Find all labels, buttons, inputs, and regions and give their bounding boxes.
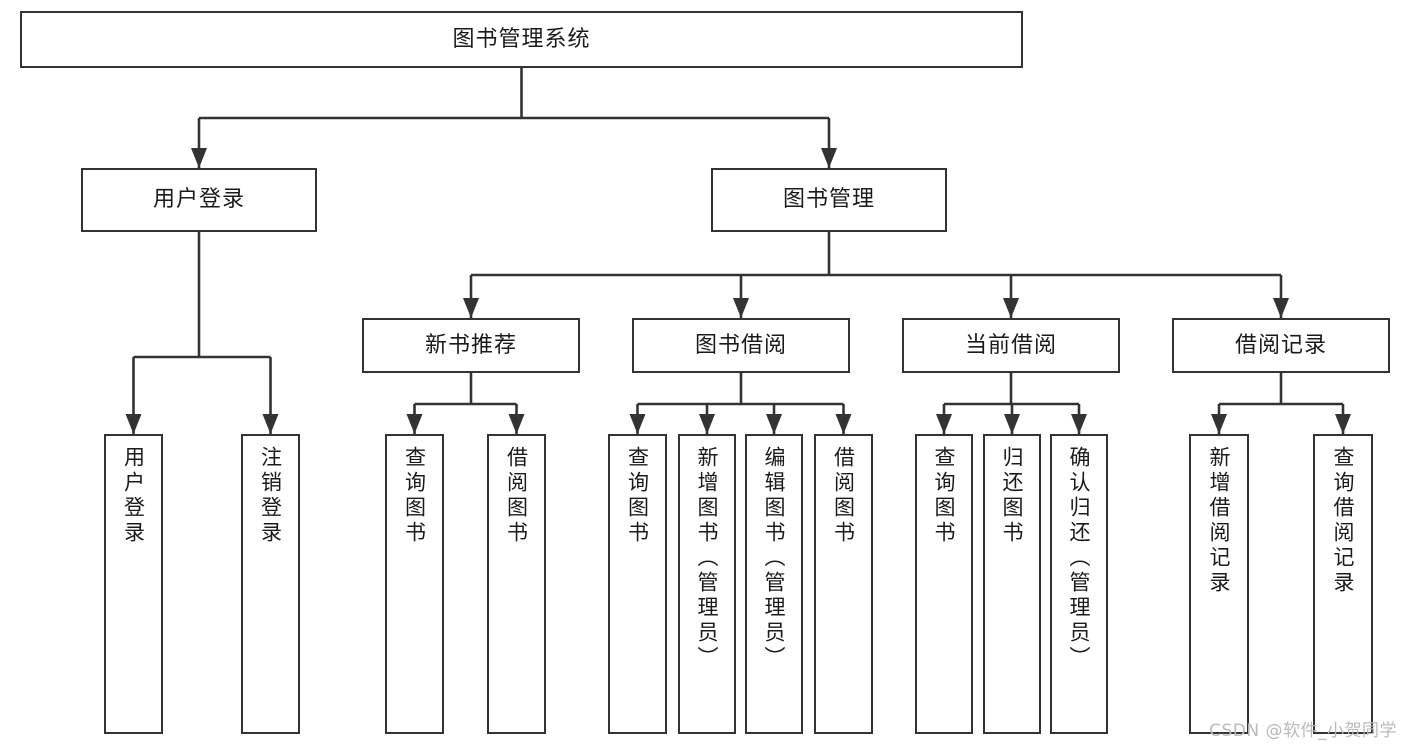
node-borrow[interactable]: 图书借阅 (632, 318, 850, 373)
node-leaf-nb-query[interactable]: 查询图书 (385, 434, 444, 734)
node-leaf-user-login[interactable]: 用户登录 (104, 434, 163, 734)
node-label-leaf-bw-borrow: 借阅图书 (831, 446, 856, 546)
node-label-records: 借阅记录 (1234, 332, 1327, 358)
connector-arrowhead (766, 414, 782, 434)
node-leaf-nb-borrow[interactable]: 借阅图书 (487, 434, 546, 734)
connector-arrowhead (508, 414, 525, 434)
node-label-root: 图书管理系统 (452, 26, 591, 52)
node-root[interactable]: 图书管理系统 (20, 11, 1023, 68)
node-label-leaf-bw-query: 查询图书 (625, 446, 650, 546)
connector-arrowhead (699, 414, 715, 434)
node-leaf-cu-confirm[interactable]: 确认归还（管理员） (1050, 434, 1108, 734)
node-label-leaf-rc-query: 查询借阅记录 (1331, 446, 1356, 596)
connector-arrowhead (629, 414, 646, 434)
connector-arrowhead (463, 298, 479, 318)
connector-arrowhead (125, 414, 142, 434)
connector-arrowhead (1273, 298, 1289, 318)
node-label-leaf-rc-add: 新增借阅记录 (1207, 446, 1232, 596)
node-label-login: 用户登录 (152, 187, 245, 213)
node-leaf-user-logout[interactable]: 注销登录 (241, 434, 300, 734)
connector-arrowhead (1003, 298, 1019, 318)
node-label-current: 当前借阅 (964, 332, 1057, 358)
connector-arrowhead (262, 414, 279, 434)
connector-arrowhead (1211, 414, 1227, 434)
node-leaf-rc-add[interactable]: 新增借阅记录 (1189, 434, 1249, 734)
node-label-leaf-cu-query: 查询图书 (932, 446, 957, 546)
connector-arrowhead (821, 148, 837, 168)
connector-arrowhead (191, 148, 207, 168)
connector-arrowhead (1335, 414, 1351, 434)
node-leaf-bw-edit[interactable]: 编辑图书（管理员） (745, 434, 803, 734)
node-label-borrow: 图书借阅 (694, 332, 787, 358)
node-leaf-cu-query[interactable]: 查询图书 (915, 434, 973, 734)
node-label-leaf-bw-add: 新增图书（管理员） (695, 446, 720, 671)
connector-arrowhead (406, 414, 423, 434)
watermark-label: CSDN @软件_小贺同学 (1209, 721, 1397, 741)
node-label-leaf-user-logout: 注销登录 (258, 446, 283, 546)
node-label-bookmgmt: 图书管理 (782, 187, 875, 213)
node-current[interactable]: 当前借阅 (902, 318, 1120, 373)
connector-arrowhead (733, 298, 749, 318)
node-label-leaf-cu-return: 归还图书 (1000, 446, 1025, 546)
connector-arrowhead (936, 414, 952, 434)
connector-arrowhead (1004, 414, 1020, 434)
node-label-leaf-nb-borrow: 借阅图书 (504, 446, 529, 546)
node-label-newbook: 新书推荐 (424, 332, 517, 358)
node-login[interactable]: 用户登录 (81, 168, 317, 232)
node-leaf-bw-add[interactable]: 新增图书（管理员） (678, 434, 736, 734)
node-label-leaf-cu-confirm: 确认归还（管理员） (1067, 446, 1092, 671)
node-bookmgmt[interactable]: 图书管理 (711, 168, 947, 232)
node-records[interactable]: 借阅记录 (1172, 318, 1390, 373)
node-label-leaf-user-login: 用户登录 (121, 446, 146, 546)
node-leaf-bw-borrow[interactable]: 借阅图书 (814, 434, 873, 734)
node-leaf-bw-query[interactable]: 查询图书 (608, 434, 667, 734)
node-label-leaf-nb-query: 查询图书 (402, 446, 427, 546)
node-leaf-rc-query[interactable]: 查询借阅记录 (1313, 434, 1373, 734)
connector-arrowhead (835, 414, 852, 434)
node-label-leaf-bw-edit: 编辑图书（管理员） (762, 446, 787, 671)
node-newbook[interactable]: 新书推荐 (362, 318, 580, 373)
connector-arrowhead (1071, 414, 1087, 434)
node-leaf-cu-return[interactable]: 归还图书 (983, 434, 1041, 734)
